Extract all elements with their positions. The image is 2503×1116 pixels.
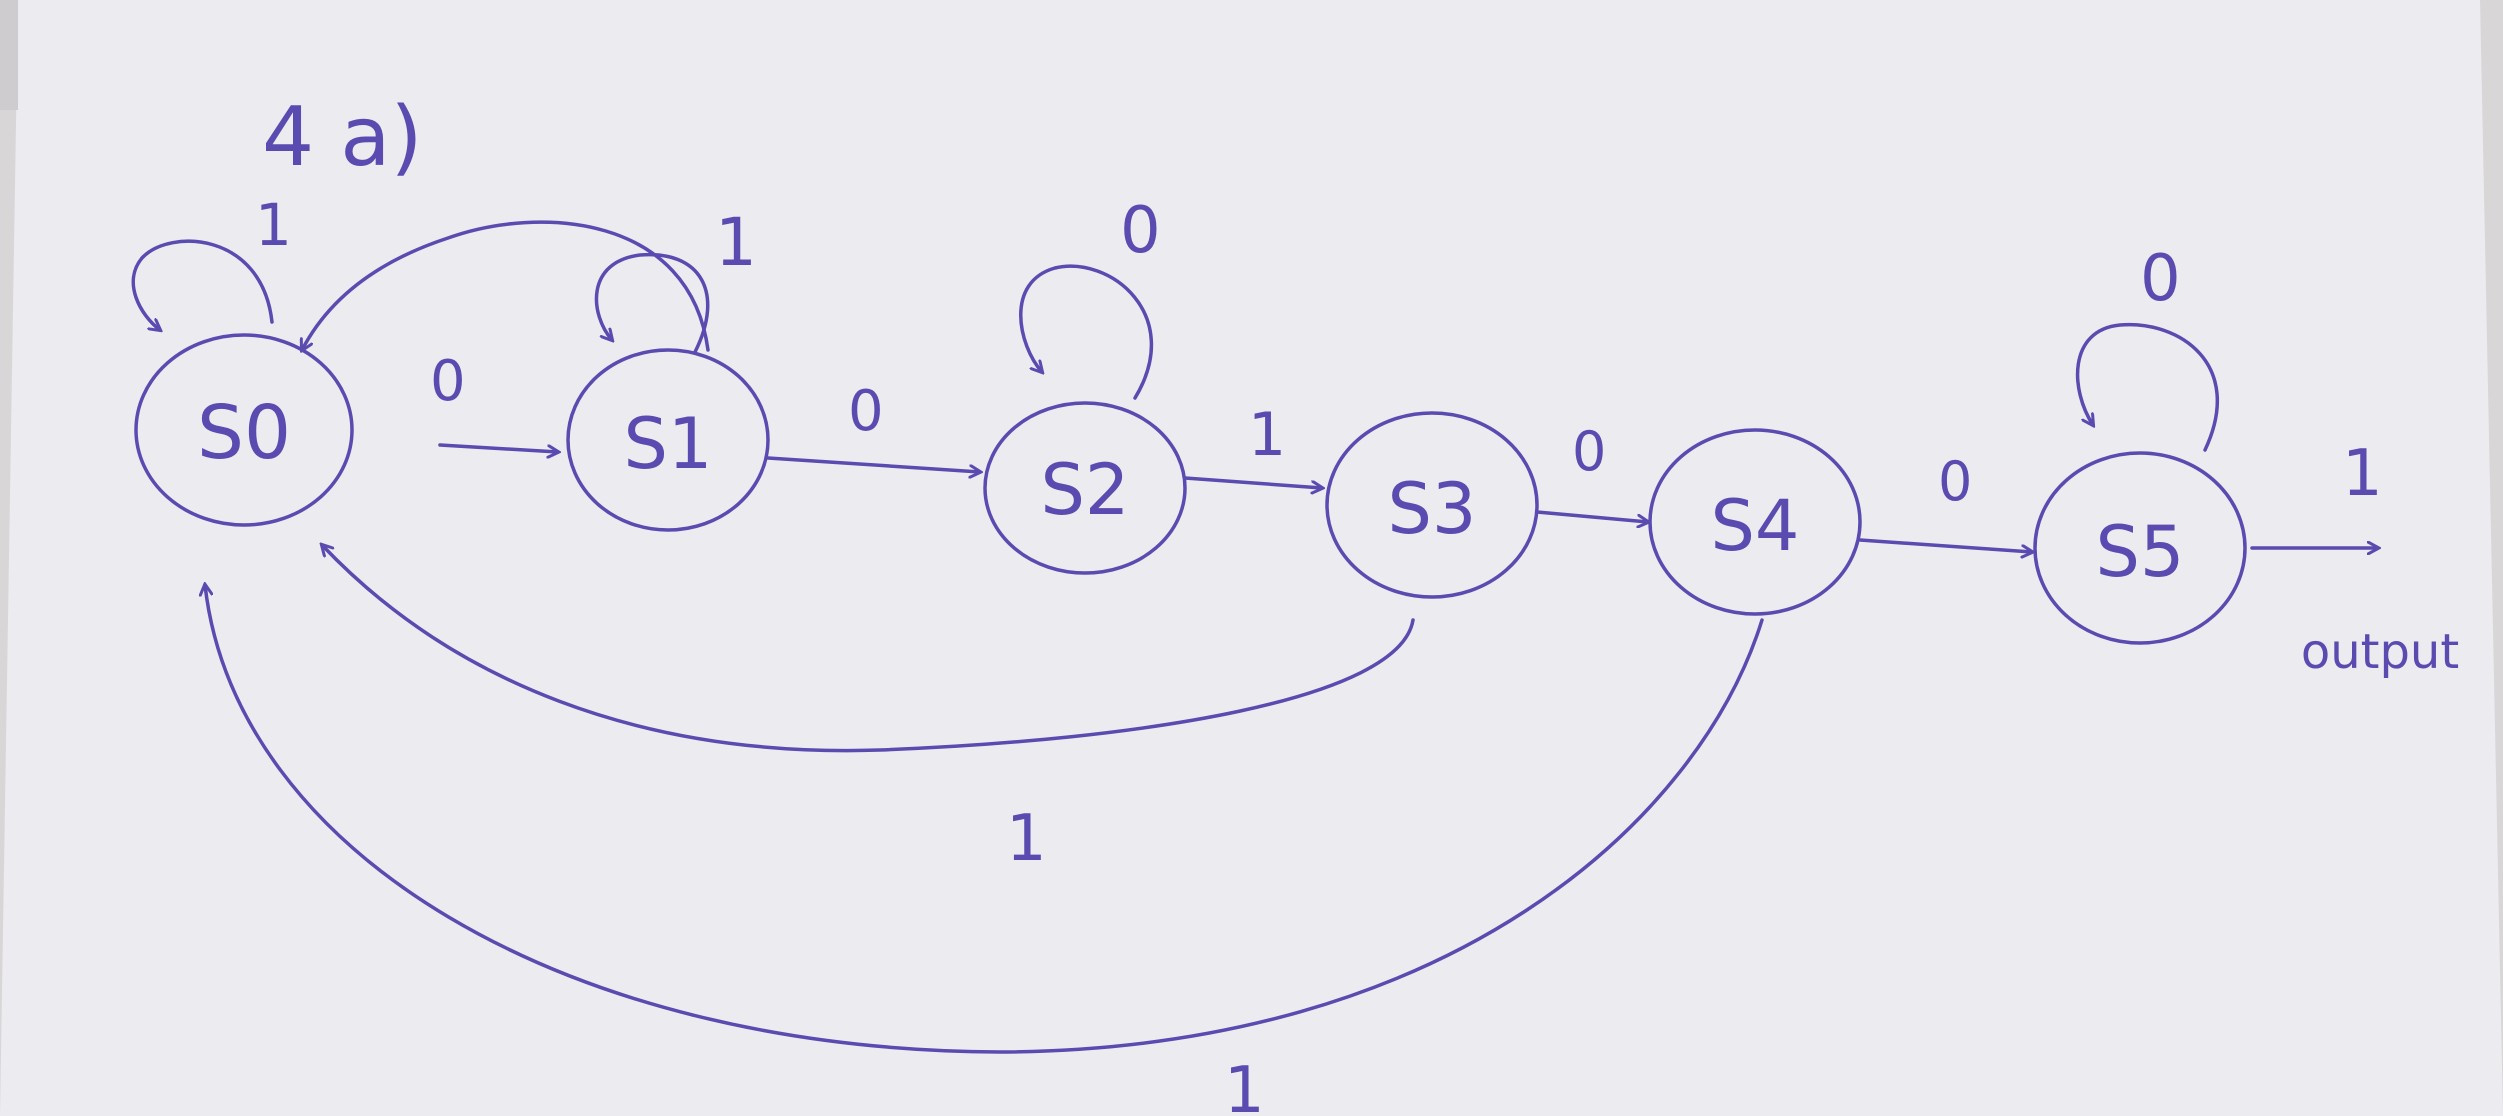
edge-label-s4-s0: 1 bbox=[1224, 1054, 1265, 1116]
state-s3-circle[interactable] bbox=[1325, 411, 1539, 599]
self-loop-s2 bbox=[1019, 264, 1154, 400]
background-strip-left bbox=[0, 0, 18, 110]
state-s1-label: S1 bbox=[624, 403, 713, 485]
edge-label-s2-s3: 1 bbox=[1248, 400, 1286, 470]
diagram-heading: 4 a) bbox=[262, 90, 422, 185]
output-label: output bbox=[2301, 624, 2459, 680]
state-s2-circle[interactable] bbox=[983, 401, 1187, 575]
edge-label-s0-s0: 1 bbox=[255, 191, 292, 259]
edge-s3-s4 bbox=[1535, 510, 1648, 522]
self-loop-s1 bbox=[594, 252, 710, 354]
state-s3-label: S3 bbox=[1388, 468, 1477, 550]
edge-label-s3-s4: 0 bbox=[1572, 420, 1606, 483]
edge-label-s5-output: 1 bbox=[2342, 437, 2383, 511]
edge-s1-s0 bbox=[302, 220, 710, 350]
edge-s1-s2 bbox=[766, 456, 980, 472]
edge-label-s2-s2: 0 bbox=[1120, 194, 1161, 268]
edge-s4-s5 bbox=[1858, 538, 2032, 552]
state-s4-label: S4 bbox=[1711, 485, 1800, 567]
edge-label-s5-s5: 0 bbox=[2140, 242, 2181, 316]
self-loop-s0 bbox=[131, 239, 274, 330]
state-s0-label: S0 bbox=[197, 390, 291, 476]
edge-s4-s0 bbox=[205, 585, 1764, 1054]
edge-label-s0-s1: 0 bbox=[430, 349, 466, 414]
state-s1-circle[interactable] bbox=[566, 348, 770, 532]
edge-label-s1-s2: 0 bbox=[848, 379, 884, 444]
edge-s2-s3 bbox=[1183, 476, 1322, 488]
edge-label-s1-s1: 1 bbox=[715, 204, 757, 281]
self-loop-s5 bbox=[2075, 322, 2219, 452]
state-s2-label: S2 bbox=[1041, 449, 1130, 531]
state-s0-circle[interactable] bbox=[134, 333, 354, 527]
edge-label-s3-s0: 1 bbox=[1006, 802, 1047, 876]
state-s5-label: S5 bbox=[2096, 511, 2185, 593]
edge-s0-s1 bbox=[438, 443, 558, 452]
edge-s3-s0 bbox=[322, 545, 1415, 753]
edge-label-s4-s5: 0 bbox=[1938, 450, 1972, 513]
